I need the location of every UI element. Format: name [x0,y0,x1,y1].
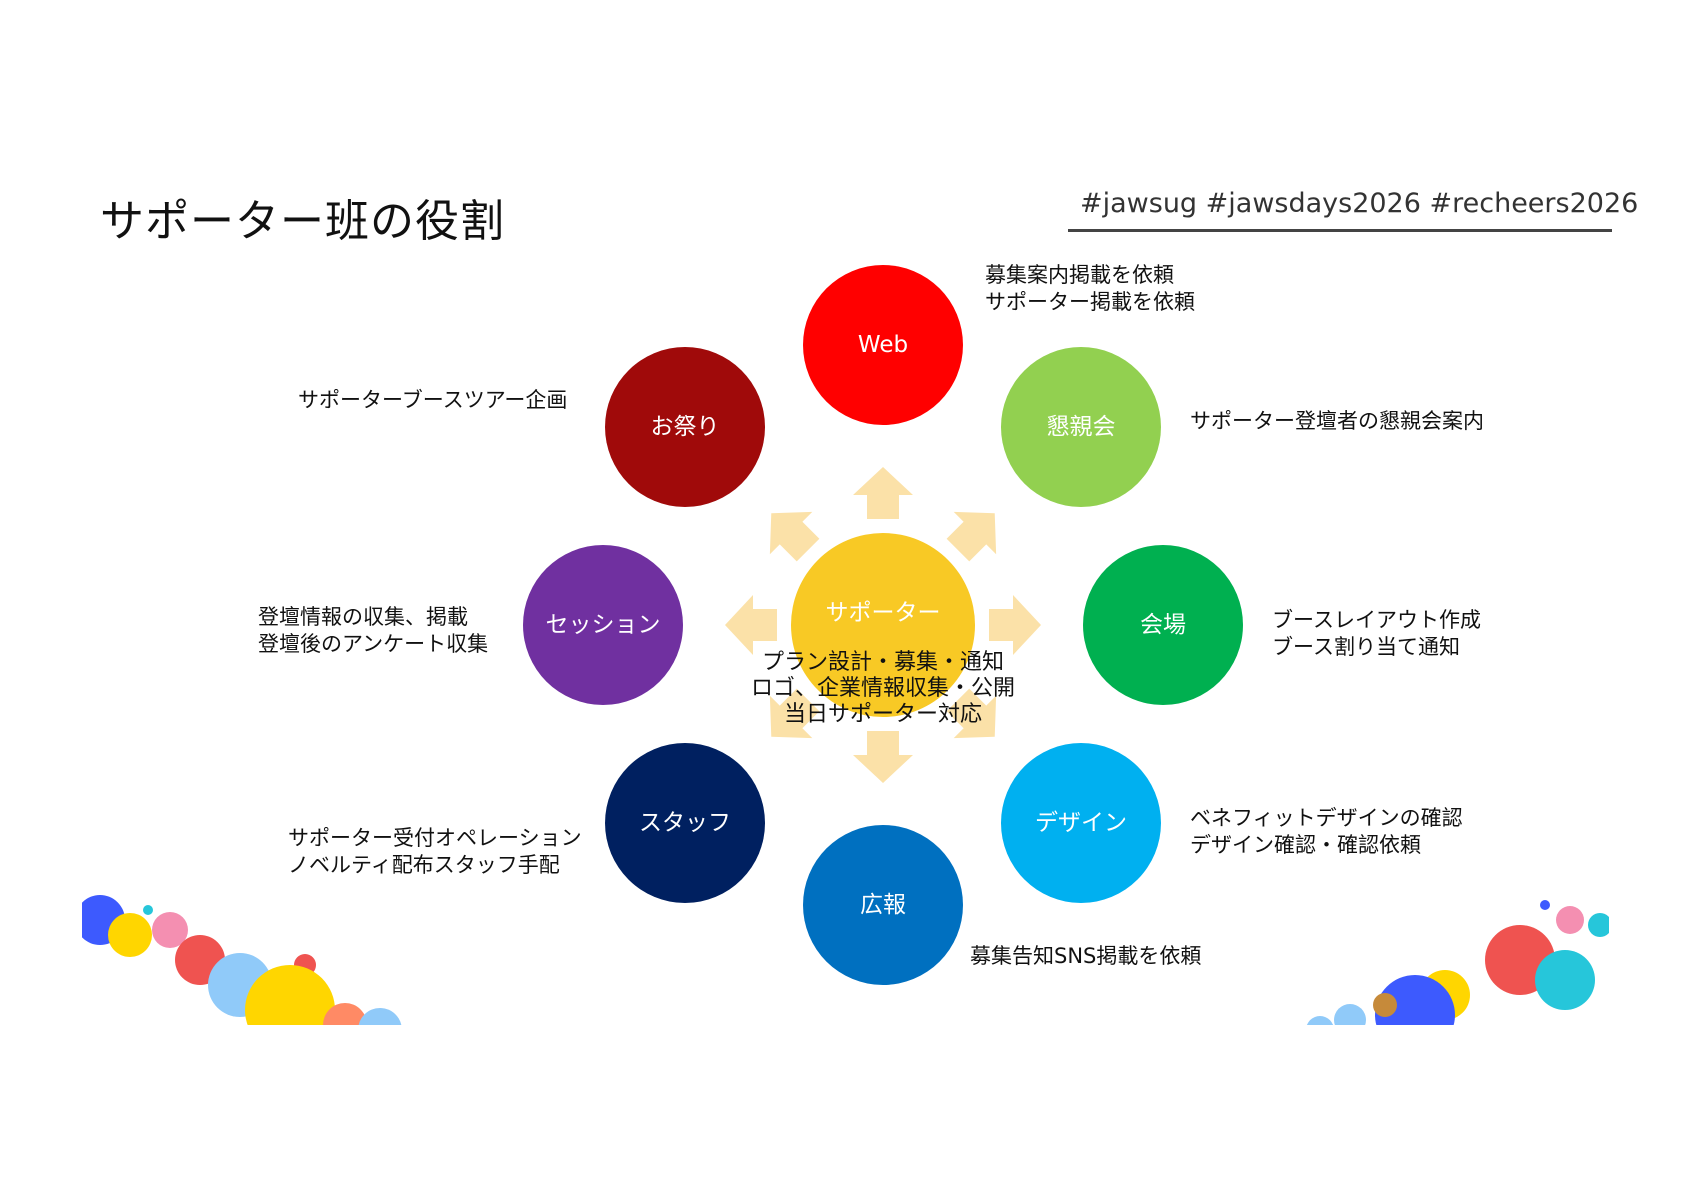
team-tasks-design: ベネフィットデザインの確認デザイン確認・確認依頼 [1190,805,1463,859]
team-label-design: デザイン [1035,810,1127,836]
team-task-line: サポーターブースツアー企画 [298,388,568,412]
arrow-to-party [946,511,997,562]
center-task-line: 当日サポーター対応 [783,702,982,727]
team-label-venue: 会場 [1140,612,1186,638]
team-label-festival: お祭り [651,414,720,440]
slide-title: サポーター班の役割 [100,196,505,247]
center-task-line: プラン設計・募集・通知 [761,650,1004,675]
team-circle-session [523,545,683,705]
arrow-to-pr [853,731,913,783]
arrow-to-festival [769,511,820,562]
team-label-party: 懇親会 [1046,414,1115,440]
center-tasks: プラン設計・募集・通知ロゴ、企業情報収集・公開当日サポーター対応 [733,650,1033,728]
team-task-line: 募集案内掲載を依頼 [985,263,1174,287]
team-tasks-pr: 募集告知SNS掲載を依頼 [970,943,1201,970]
hashtag-underline [1068,229,1612,232]
team-circle-web [803,265,963,425]
team-label-pr: 広報 [860,892,906,918]
team-circle-festival [605,347,766,508]
team-task-line: ブースレイアウト作成 [1272,608,1481,632]
arrow-to-design [946,688,997,739]
team-task-line: 登壇情報の収集、掲載 [258,605,468,629]
center-circle [791,533,975,717]
team-task-line: サポーター受付オペレーション [288,826,582,850]
arrows [725,467,1041,783]
team-circle-pr [803,825,963,985]
center-task-line: ロゴ、企業情報収集・公開 [750,676,1015,701]
team-label-session: セッション [546,612,661,638]
team-task-line: ベネフィットデザインの確認 [1190,806,1463,830]
team-task-line: デザイン確認・確認依頼 [1190,833,1421,857]
arrow-to-web [853,467,913,519]
center-node: サポーター [791,533,975,717]
team-tasks-staff: サポーター受付オペレーションノベルティ配布スタッフ手配 [288,825,582,879]
team-circle-venue [1083,545,1243,705]
team-circle-party [1000,347,1161,508]
hashtags: #jawsug #jawsdays2026 #recheers2026 [1080,188,1639,219]
team-task-line: サポーター掲載を依頼 [985,290,1195,314]
team-task-line: ノベルティ配布スタッフ手配 [288,853,560,877]
team-label-web: Web [858,332,908,358]
team-task-line: 登壇後のアンケート収集 [258,632,489,656]
team-tasks-venue: ブースレイアウト作成ブース割り当て通知 [1272,607,1481,661]
team-tasks-web: 募集案内掲載を依頼サポーター掲載を依頼 [985,262,1195,316]
arrow-to-session [725,595,777,655]
center-label: サポーター [826,600,941,626]
arrow-to-staff [769,688,820,739]
team-label-staff: スタッフ [639,810,731,836]
team-task-line: 募集告知SNS掲載を依頼 [970,944,1202,968]
team-task-line: サポーター登壇者の懇親会案内 [1190,409,1484,433]
arrow-to-venue [989,595,1041,655]
team-tasks-festival: サポーターブースツアー企画 [298,387,567,414]
team-task-line: ブース割り当て通知 [1272,635,1460,659]
team-circle-staff [605,742,766,903]
team-tasks-party: サポーター登壇者の懇親会案内 [1190,408,1484,435]
team-circle-design [1000,742,1161,903]
team-tasks-session: 登壇情報の収集、掲載登壇後のアンケート収集 [258,604,488,658]
